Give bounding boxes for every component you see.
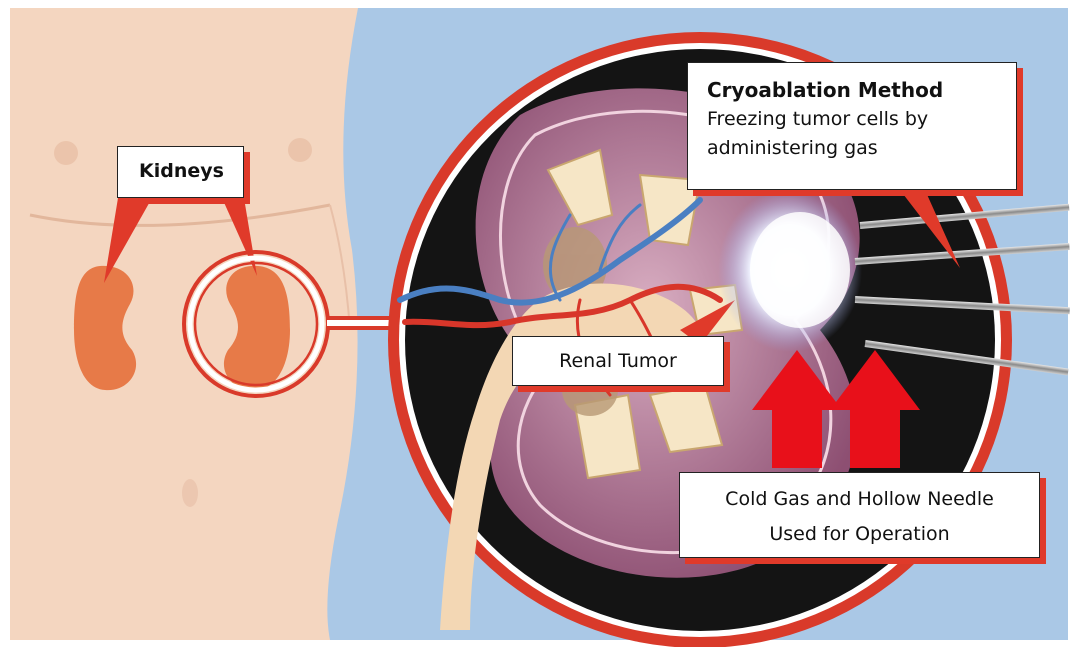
- arrow-up-left: [752, 350, 842, 468]
- kidney-right: [223, 265, 290, 391]
- arrow-up-right: [830, 350, 920, 468]
- method-title: Cryoablation Method: [707, 78, 944, 102]
- renal-tumor-label: Renal Tumor: [512, 336, 724, 386]
- tumor-pointer: [680, 300, 735, 345]
- hollow-needles: [854, 203, 1070, 376]
- nipple-right: [288, 138, 312, 162]
- callout-left: [104, 198, 152, 283]
- method-description-line2: administering gas: [707, 137, 878, 159]
- cold-gas-needle-box: Cold Gas and Hollow Needle Used for Oper…: [679, 472, 1040, 558]
- method-description-line1: Freezing tumor cells by: [707, 108, 929, 130]
- nipple-left: [54, 141, 78, 165]
- kidney-left: [74, 265, 137, 391]
- cryoablation-method-box: Cryoablation Method Freezing tumor cells…: [687, 62, 1017, 190]
- navel: [182, 479, 198, 507]
- kidneys-label: Kidneys: [117, 146, 244, 198]
- gas-line-2: Used for Operation: [769, 523, 950, 545]
- gas-line-1: Cold Gas and Hollow Needle: [725, 488, 994, 510]
- method-pointer: [900, 190, 960, 268]
